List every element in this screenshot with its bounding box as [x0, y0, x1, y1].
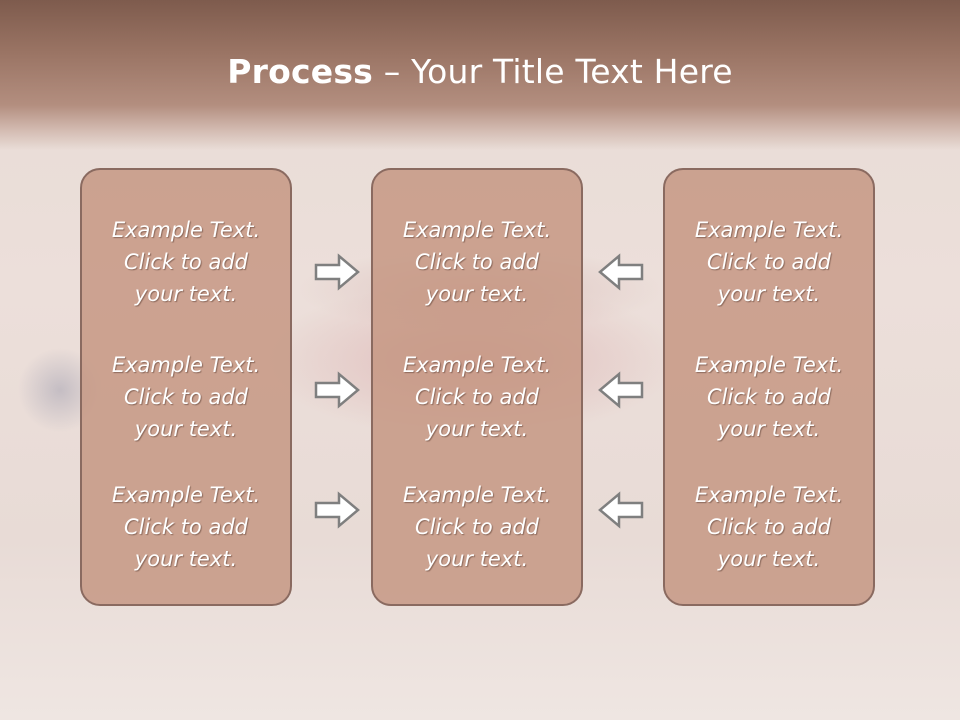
text-line: Example Text.	[694, 353, 844, 377]
text-line: Click to add	[706, 515, 831, 539]
arrow-right-icon	[314, 491, 360, 529]
arrow-right-icon	[314, 253, 360, 291]
text-line: Click to add	[123, 250, 248, 274]
arrow-left-icon	[598, 253, 644, 291]
text-block[interactable]: Example Text. Click to add your text.	[373, 479, 581, 575]
slide-title[interactable]: Process – Your Title Text Here	[0, 52, 960, 91]
arrow-left-icon	[598, 491, 644, 529]
text-line: Example Text.	[111, 353, 261, 377]
text-block[interactable]: Example Text. Click to add your text.	[373, 349, 581, 445]
text-block[interactable]: Example Text. Click to add your text.	[82, 214, 290, 310]
text-block[interactable]: Example Text. Click to add your text.	[82, 479, 290, 575]
text-line: Example Text.	[694, 218, 844, 242]
text-line: your text.	[717, 282, 821, 306]
text-block[interactable]: Example Text. Click to add your text.	[82, 349, 290, 445]
text-block[interactable]: Example Text. Click to add your text.	[665, 349, 873, 445]
text-line: your text.	[134, 417, 238, 441]
text-line: your text.	[717, 547, 821, 571]
text-line: your text.	[425, 282, 529, 306]
arrow-right-icon	[314, 371, 360, 409]
text-line: Example Text.	[402, 218, 552, 242]
text-line: Click to add	[706, 250, 831, 274]
center-panel: Example Text. Click to add your text. Ex…	[371, 168, 583, 606]
text-block[interactable]: Example Text. Click to add your text.	[373, 214, 581, 310]
text-line: Click to add	[706, 385, 831, 409]
right-panel: Example Text. Click to add your text. Ex…	[663, 168, 875, 606]
text-line: Click to add	[414, 250, 539, 274]
text-line: Click to add	[414, 515, 539, 539]
text-line: Example Text.	[402, 483, 552, 507]
text-line: your text.	[717, 417, 821, 441]
text-block[interactable]: Example Text. Click to add your text.	[665, 214, 873, 310]
text-line: Click to add	[123, 385, 248, 409]
text-block[interactable]: Example Text. Click to add your text.	[665, 479, 873, 575]
text-line: your text.	[425, 417, 529, 441]
text-line: Example Text.	[111, 218, 261, 242]
title-bold: Process	[227, 52, 374, 91]
arrow-left-icon	[598, 371, 644, 409]
text-line: Click to add	[123, 515, 248, 539]
title-rest: – Your Title Text Here	[373, 52, 733, 91]
text-line: Example Text.	[111, 483, 261, 507]
text-line: Example Text.	[694, 483, 844, 507]
text-line: Example Text.	[402, 353, 552, 377]
text-line: your text.	[425, 547, 529, 571]
text-line: your text.	[134, 547, 238, 571]
text-line: your text.	[134, 282, 238, 306]
title-band	[0, 0, 960, 150]
text-line: Click to add	[414, 385, 539, 409]
left-panel: Example Text. Click to add your text. Ex…	[80, 168, 292, 606]
